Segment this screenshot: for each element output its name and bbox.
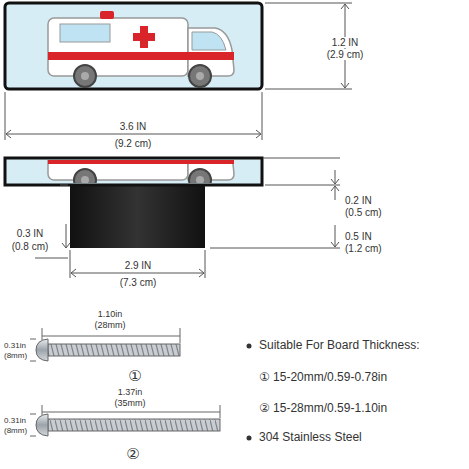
- dimension-label: (0.8 cm): [10, 241, 51, 252]
- dimension-label: (28mm): [93, 321, 128, 331]
- dimension-label: 1.37in: [116, 388, 145, 398]
- dimension-label: (0.5 cm): [343, 207, 384, 218]
- dimension-label: 1.10in: [96, 310, 125, 320]
- dimension-label: 0.31in: [2, 417, 28, 426]
- dimension-label: 2.9 IN: [123, 260, 154, 271]
- spec-line: 304 Stainless Steel: [257, 431, 364, 444]
- dimension-label: (9.2 cm): [113, 138, 154, 149]
- dimension-label: 0.2 IN: [343, 195, 374, 206]
- dimension-label: 0.3 IN: [15, 228, 46, 239]
- dimension-label: (7.3 cm): [118, 277, 159, 288]
- dimension-label: 3.6 IN: [118, 121, 149, 132]
- dimension-label: (35mm): [113, 399, 148, 409]
- dimension-label: 1.2 IN: [330, 37, 361, 48]
- callout-number: ②: [124, 446, 141, 463]
- dimension-label: (2.9 cm): [325, 49, 366, 60]
- dimension-label: (1.2 cm): [343, 243, 384, 254]
- callout-number: ①: [126, 368, 143, 385]
- dimension-label: 0.31in: [2, 342, 28, 351]
- spec-line: ① 15-20mm/0.59-0.78in: [257, 371, 389, 384]
- dimension-label: (8mm): [2, 427, 29, 436]
- dimension-label: 0.5 IN: [343, 231, 374, 242]
- dimension-label: (8mm): [2, 352, 29, 361]
- spec-line: ② 15-28mm/0.59-1.10in: [257, 402, 389, 415]
- spec-heading: Suitable For Board Thickness:: [257, 339, 422, 352]
